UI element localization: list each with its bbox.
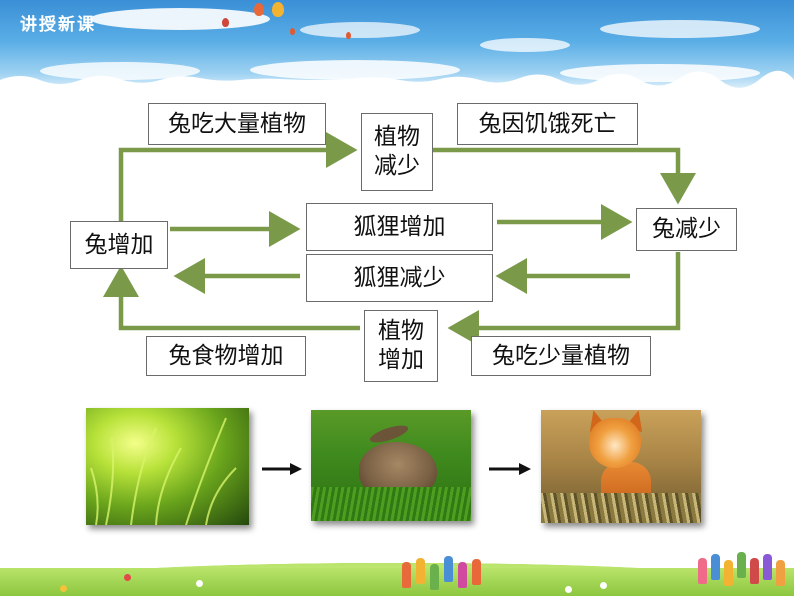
edge-label-rabbit-food-increase: 兔食物增加 [146,336,306,376]
node-plants-increase: 植物 增加 [364,310,438,382]
balloon-icon [222,18,229,27]
grass-photo [86,408,249,526]
fox-photo [541,410,701,523]
flower-icon [565,586,572,593]
node-plants-decrease-line1: 植物 [374,124,420,151]
balloon-icon [346,32,351,39]
node-rabbit-decrease: 兔减少 [636,208,737,251]
node-plants-increase-line1: 植物 [378,318,424,345]
ground-strip [0,568,794,596]
arrow-to-plants-increase [447,252,681,346]
cloud [40,62,200,80]
cloud [600,20,760,38]
edge-label-rabbit-eats-less: 兔吃少量植物 [471,336,651,376]
balloon-icon [254,3,264,16]
sky-banner: 讲授新课 [0,0,794,92]
node-plants-decrease: 植物 减少 [361,113,433,191]
cloud [300,22,420,38]
arrow-to-rabbit-decrease [432,147,696,205]
rabbit-photo [311,410,471,521]
cloud-border [0,70,794,100]
right-arrow-icon [262,463,302,475]
section-title: 讲授新课 [20,15,96,35]
flower-icon [196,580,203,587]
node-fox-decrease: 狐狸减少 [306,254,493,302]
node-plants-decrease-line2: 减少 [374,153,420,179]
flower-icon [600,582,607,589]
flower-icon [124,574,131,581]
arrow-to-rabbit-increase [103,265,360,331]
arrow-up-to-plants-decrease [118,132,358,222]
animal-group-icon [402,556,492,590]
flower-icon [60,585,67,592]
balloon-icon [272,2,284,17]
node-fox-increase: 狐狸增加 [306,203,493,251]
edge-label-rabbit-starves: 兔因饥饿死亡 [457,103,638,145]
cloud [480,38,570,52]
cloud [250,60,460,80]
children-group-icon [698,548,790,588]
edge-label-rabbit-eats-lots: 兔吃大量植物 [148,103,326,145]
node-plants-increase-line2: 增加 [378,347,424,373]
balloon-icon [290,28,295,35]
node-rabbit-increase: 兔增加 [70,221,168,269]
right-arrow-icon [489,463,531,475]
